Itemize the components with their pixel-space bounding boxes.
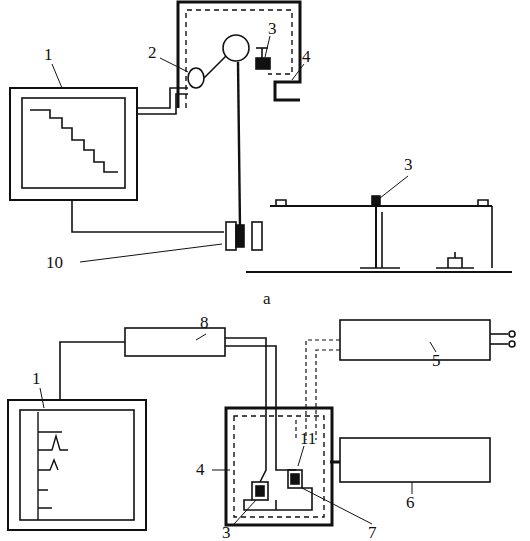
- callout-number: 1: [32, 370, 41, 387]
- callout-number: 6: [406, 494, 415, 511]
- transducer: [226, 222, 236, 250]
- callout-number: 5: [432, 352, 441, 369]
- callout-number: 2: [148, 44, 157, 61]
- sensor: [252, 482, 268, 500]
- callout-number: 11: [300, 430, 316, 447]
- callout-number: 4: [196, 461, 205, 478]
- sensor: [188, 68, 204, 88]
- pulse-trace: [38, 412, 68, 520]
- monitor-frame: [10, 88, 137, 200]
- sensor: [256, 58, 270, 69]
- callout-number: 3: [268, 20, 277, 37]
- spring-loop: [223, 35, 249, 61]
- callout-number: 8: [200, 314, 209, 331]
- amplifier-box: [125, 328, 225, 356]
- generator-box: [340, 320, 490, 360]
- callout-number: 4: [302, 48, 311, 65]
- callout-number: a: [263, 290, 271, 307]
- callout-number: 3: [222, 524, 231, 541]
- beam: [270, 205, 492, 207]
- weight: [436, 252, 474, 268]
- callout-number: 3: [404, 156, 413, 173]
- base-plate: [246, 271, 512, 273]
- monitor-frame: [8, 400, 146, 530]
- sensor: [288, 470, 302, 488]
- callout-number: 7: [368, 524, 377, 541]
- monitor-screen: [22, 98, 125, 188]
- staircase-trace: [30, 110, 118, 172]
- rod: [238, 62, 240, 228]
- callout-number: 10: [46, 254, 63, 271]
- callout-number: 1: [44, 46, 53, 63]
- power-box: [340, 438, 490, 482]
